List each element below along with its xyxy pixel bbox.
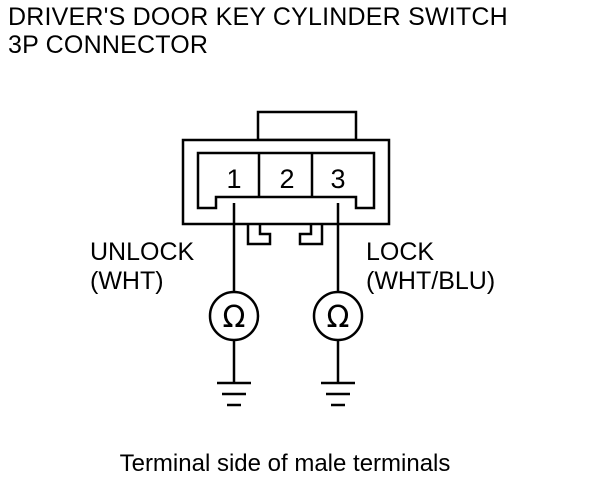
lock-color: (WHT/BLU) — [366, 267, 496, 295]
unlock-name: UNLOCK — [90, 238, 195, 266]
ground-icon — [217, 381, 251, 407]
connector-key-right — [298, 224, 324, 246]
ohm-symbol: Ω — [223, 300, 246, 335]
pin-number-3: 3 — [330, 164, 345, 194]
connector-key-left — [246, 224, 272, 246]
connector-cavity — [196, 151, 376, 210]
connector-lock-tab — [256, 110, 358, 142]
ohmmeter-icon: Ω — [208, 290, 260, 342]
unlock-wire-label: UNLOCK (WHT) — [90, 238, 194, 296]
pin-number-2: 2 — [279, 164, 294, 194]
diagram-title: DRIVER'S DOOR KEY CYLINDER SWITCH — [8, 3, 508, 31]
unlock-color: (WHT) — [90, 267, 164, 295]
ohm-symbol: Ω — [327, 300, 350, 335]
lock-name: LOCK — [366, 238, 435, 266]
ohmmeter-icon: Ω — [312, 290, 364, 342]
diagram-caption: Terminal side of male terminals — [119, 450, 451, 477]
lock-wire-label: LOCK (WHT/BLU) — [366, 238, 495, 296]
ground-icon — [321, 381, 355, 407]
diagram-subtitle: 3P CONNECTOR — [8, 31, 209, 59]
pin-number-1: 1 — [226, 164, 241, 194]
